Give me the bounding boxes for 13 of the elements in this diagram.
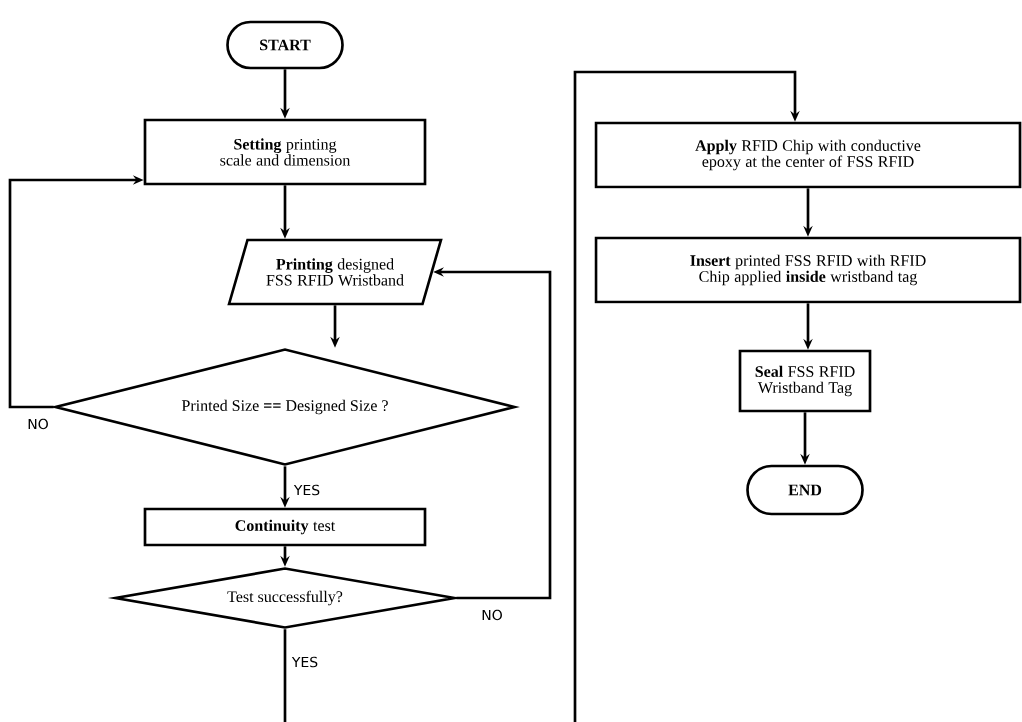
input-output-box: Printing designed FSS RFID Wristband <box>227 238 443 306</box>
process-box: Insert printed FSS RFID with RFID Chip applied inside wristband tag <box>594 236 1022 304</box>
terminal-box: END <box>746 464 864 516</box>
edge-label: YES <box>290 655 320 669</box>
process-box: Setting printing scale and dimension <box>143 118 427 186</box>
edge-label: YES <box>292 483 322 497</box>
arrow <box>283 70 800 722</box>
process-box: Apply RFID Chip with conductive epoxy at the center of FSS RFID <box>594 121 1022 189</box>
process-box: Seal FSS RFID Wristband Tag <box>738 349 872 413</box>
edge-label: NO <box>25 417 51 431</box>
terminal-box: START <box>226 20 344 70</box>
process-box: Continuity test <box>143 507 427 547</box>
edge-label: NO <box>479 608 505 622</box>
